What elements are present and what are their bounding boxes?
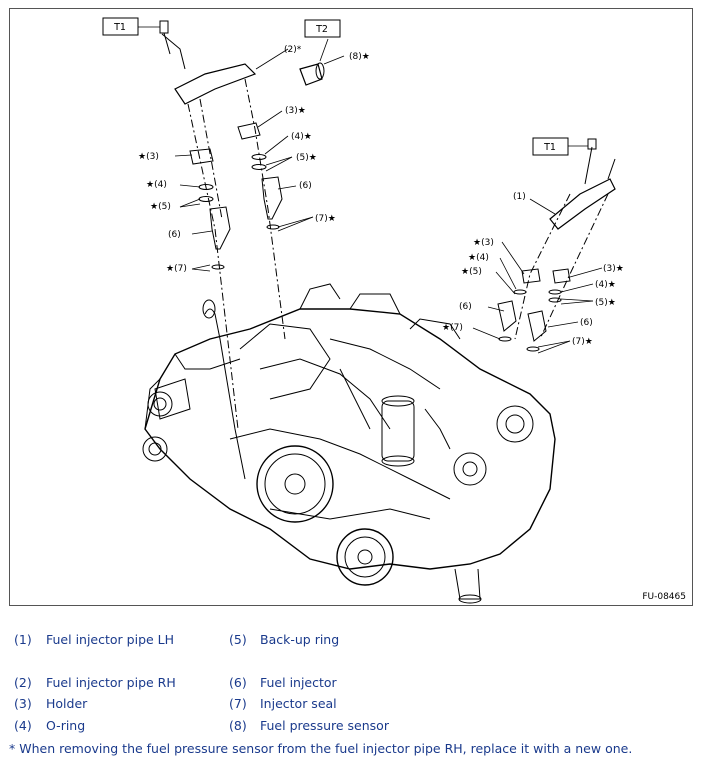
callout-7-top: (7)★	[315, 214, 336, 224]
callout-3-left: ★(3)	[138, 152, 159, 162]
replacement-note: * When removing the fuel pressure sensor…	[9, 741, 633, 756]
callout-2: (2)*	[284, 45, 302, 55]
legend-num: (8)	[229, 718, 247, 733]
legend-label: Fuel injector pipe LH	[46, 632, 175, 647]
callout-5-left: ★(5)	[150, 202, 171, 212]
engine-block	[142, 283, 556, 604]
callout-4-top: (4)★	[291, 132, 312, 142]
legend-num: (7)	[229, 696, 247, 711]
legend-num: (3)	[14, 696, 32, 711]
tool-label-t1-left: T1	[102, 17, 139, 36]
svg-text:T1: T1	[543, 142, 556, 153]
callout-4-left: ★(4)	[146, 180, 167, 190]
legend-num: (5)	[229, 632, 247, 647]
leader-lines	[138, 26, 603, 354]
legend-num: (4)	[14, 718, 32, 733]
fuel-pressure-sensor	[299, 62, 325, 86]
callout-4-right-a: ★(4)	[468, 253, 489, 263]
callout-1: (1)	[513, 192, 526, 202]
diagram-svg: T1 T2 T1 (2)* (8)★ (3)★ (4)★ (5)★ (6) (7…	[102, 17, 624, 604]
callout-3-top: (3)★	[285, 106, 306, 116]
legend-label: Holder	[46, 696, 88, 711]
right-injector-assembly	[497, 138, 616, 352]
legend-label: O-ring	[46, 718, 86, 733]
svg-text:T2: T2	[315, 24, 328, 35]
legend-label: Injector seal	[260, 696, 337, 711]
legend-num: (2)	[14, 675, 32, 690]
legend-label: Back-up ring	[260, 632, 340, 647]
callout-3-right-a: ★(3)	[473, 238, 494, 248]
legend-label: Fuel injector	[260, 675, 337, 690]
figure-id: FU-08465	[642, 592, 686, 602]
legend-label: Fuel pressure sensor	[260, 718, 389, 733]
callout-3-right-b: (3)★	[603, 264, 624, 274]
svg-text:T1: T1	[113, 22, 126, 33]
callout-7-right-b: (7)★	[572, 337, 593, 347]
callout-6-right-b: (6)	[580, 318, 593, 328]
callout-6-top: (6)	[299, 181, 312, 191]
left-injector-assembly	[159, 20, 286, 430]
callout-6-left: (6)	[168, 230, 181, 240]
legend-num: (6)	[229, 675, 247, 690]
legend-label: Fuel injector pipe RH	[46, 675, 176, 690]
callout-7-left: ★(7)	[166, 264, 187, 274]
callout-5-top: (5)★	[296, 153, 317, 163]
callout-5-right-a: ★(5)	[461, 267, 482, 277]
callout-5-right-b: (5)★	[595, 298, 616, 308]
callouts: (2)* (8)★ (3)★ (4)★ (5)★ (6) (7)★ ★(3) ★…	[138, 45, 624, 347]
callout-7-right-a: ★(7)	[442, 323, 463, 333]
callout-4-right-b: (4)★	[595, 280, 616, 290]
tool-label-t2: T2	[304, 19, 341, 38]
tool-label-t1-right: T1	[532, 137, 569, 156]
legend-num: (1)	[14, 632, 32, 647]
callout-6-right-a: (6)	[459, 302, 472, 312]
callout-8: (8)★	[349, 52, 370, 62]
exploded-diagram: T1 T2 T1 (2)* (8)★ (3)★ (4)★ (5)★ (6) (7…	[9, 8, 693, 606]
